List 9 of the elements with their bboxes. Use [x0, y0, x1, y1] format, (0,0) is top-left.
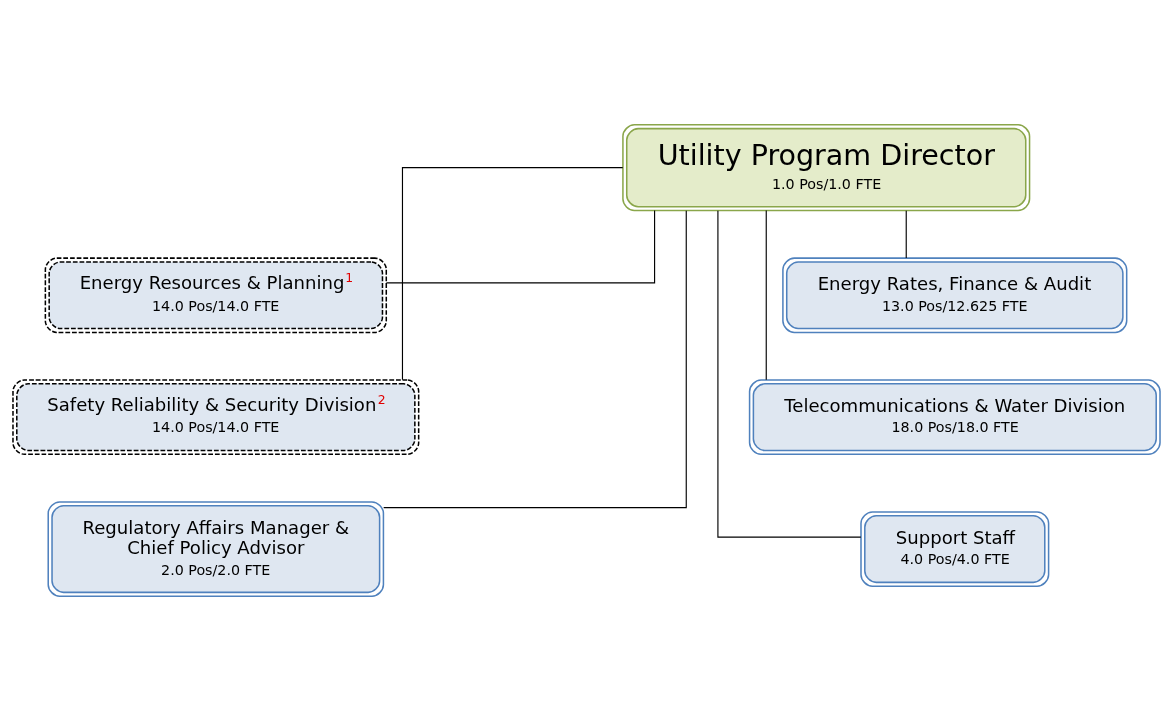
node-box: Telecommunications & Water Division 18.0 Pos/18.0 FTE	[748, 379, 1161, 456]
connector	[765, 210, 767, 381]
node-box: Energy Resources & Planning$^{1}$ 14.0 Pos/14.0 FTE	[44, 257, 388, 334]
node-box: Safety Reliability & Security Division$^{2}$ 14.0 Pos/14.0 FTE	[12, 379, 420, 456]
connector	[717, 210, 862, 538]
connector	[383, 210, 687, 509]
connector	[905, 210, 907, 259]
connector	[385, 210, 656, 284]
connector	[401, 167, 624, 381]
